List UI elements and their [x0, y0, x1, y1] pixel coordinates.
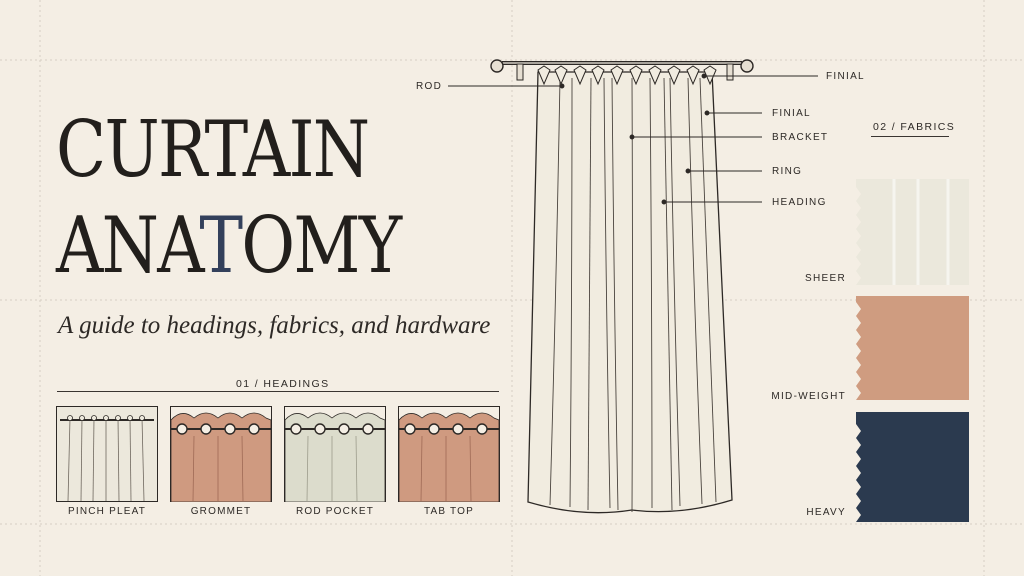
callout-heading: HEADING — [772, 197, 827, 208]
heading-card-rod-pocket — [284, 406, 386, 502]
rod-pocket-illustration — [284, 406, 386, 502]
fabrics-section-label: 02 / FABRICS — [873, 121, 956, 133]
heading-card-grommet — [170, 406, 272, 502]
heading-caption-grommet: GROMMET — [190, 506, 252, 517]
title-line-2-end: OMY — [241, 201, 402, 291]
bracket-right-icon — [726, 63, 734, 81]
title-line-2-start: ANA — [56, 201, 201, 291]
heading-caption-tab-top: TAB TOP — [423, 506, 475, 517]
swatch-sheer — [856, 179, 969, 285]
curtain-rod — [490, 59, 754, 81]
callout-ring: RING — [772, 166, 803, 177]
callout-finial: FINIAL — [772, 108, 811, 119]
heavy-fabric-swatch — [856, 412, 969, 522]
page-title: CURTAIN ANATOMY — [56, 102, 402, 294]
heading-card-tab-top — [398, 406, 500, 502]
mid-weight-fabric-swatch — [856, 296, 969, 400]
title-line-2: ANATOMY — [56, 198, 402, 294]
heading-card-pinch-pleat — [56, 406, 158, 502]
bracket-left-icon — [516, 63, 524, 81]
pinch-pleat-illustration — [56, 406, 158, 502]
sheer-fabric-swatch — [856, 179, 969, 285]
swatch-label-sheer: SHEER — [805, 273, 846, 284]
page-subtitle: A guide to headings, fabrics, and hardwa… — [58, 312, 491, 339]
fabrics-divider — [871, 136, 949, 137]
headings-divider — [57, 391, 499, 392]
headings-section-label: 01 / HEADINGS — [236, 378, 330, 390]
finial-right-icon — [740, 59, 754, 73]
swatch-mid-weight — [856, 296, 969, 400]
callout-finial-top: FINIAL — [826, 71, 865, 82]
title-accent-letter: T — [199, 201, 243, 291]
callout-rod: ROD — [416, 81, 443, 92]
title-line-1: CURTAIN — [56, 105, 370, 195]
heading-caption-rod-pocket: ROD POCKET — [295, 506, 375, 517]
swatch-label-heavy: HEAVY — [806, 507, 846, 518]
swatch-label-mid-weight: MID-WEIGHT — [771, 391, 846, 402]
heading-caption-pinch-pleat: PINCH PLEAT — [67, 506, 147, 517]
swatch-heavy — [856, 412, 969, 522]
grommet-illustration — [170, 406, 272, 502]
finial-left-icon — [490, 59, 504, 73]
tab-top-illustration — [398, 406, 500, 502]
callout-bracket: BRACKET — [772, 132, 829, 143]
